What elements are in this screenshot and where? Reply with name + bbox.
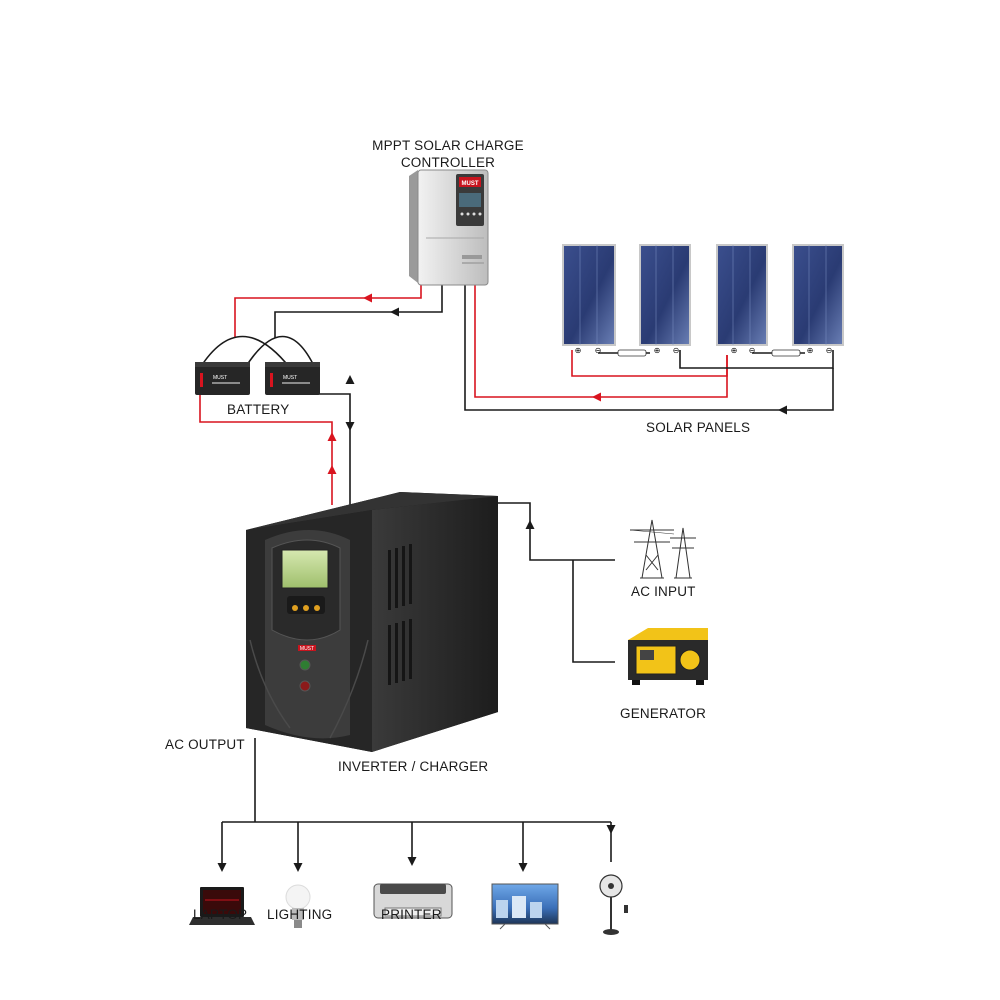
solar-panel-4: ⊕ ⊖ [792,244,844,355]
load-lighting-label: LIGHTING [267,907,333,922]
controller-label-line1: MPPT SOLAR CHARGE [372,138,524,153]
battery-logo-2: MUST [283,375,297,381]
svg-text:⊕: ⊕ [654,346,661,355]
television-icon [491,883,559,930]
svg-text:⊕: ⊕ [807,346,814,355]
svg-text:⊖: ⊖ [826,346,833,355]
arrow-load-fan [606,825,616,834]
ac-input-pylon-icon [629,519,696,579]
arrow-red-up-2 [327,465,337,474]
wire-battery-inverter-positive [199,385,333,505]
arrow-load-tv [518,863,528,872]
inverter-charger-image: MUST [246,492,498,752]
fan-icon [599,874,628,935]
wire-controller-battery-negative [274,285,443,338]
wire-battery-inverter-negative [318,385,351,505]
svg-text:⊖: ⊖ [749,346,756,355]
printer-icon [373,883,453,919]
arrow-ac-input-up [525,520,535,529]
wire-panels-controller-negative [464,280,834,411]
ac-output-label: AC OUTPUT [165,737,245,752]
arrow-black-to-battery [390,307,399,317]
arrow-red-to-controller [592,392,601,402]
solar-panel-2: ⊕ ⊖ [639,244,691,355]
arrow-red-to-battery [363,293,372,303]
solar-panels-label: SOLAR PANELS [646,420,751,435]
wire-panel-string-black [679,350,834,369]
wire-battery-jumper-red [199,335,291,369]
generator-icon [628,628,708,685]
wire-generator [572,560,615,663]
wire-panel-string-red [571,350,728,377]
arrow-black-down-1 [345,422,355,431]
load-laptop-label: LAPTOP [193,907,248,922]
svg-text:⊖: ⊖ [595,346,602,355]
arrow-red-up-1 [327,432,337,441]
laptop-icon [189,887,255,925]
arrow-load-laptop [217,863,227,872]
solar-panel-1: ⊕ ⊖ [562,244,616,355]
controller-label-line2: CONTROLLER [400,155,496,170]
inverter-logo: MUST [300,646,314,652]
svg-text:⊖: ⊖ [673,346,680,355]
battery-unit-2: MUST [265,362,320,395]
generator-label: GENERATOR [620,706,707,721]
wire-controller-battery-positive [234,285,422,338]
svg-text:⊕: ⊕ [575,346,582,355]
light-bulb-icon [285,884,311,928]
controller-logo: MUST [462,181,479,187]
battery-image: MUST MUST [195,362,320,395]
arrow-black-to-controller [778,405,787,415]
controller-label: MPPT SOLAR CHARGE CONTROLLER [358,137,538,171]
arrow-black-up-1 [345,375,355,384]
load-printer-label: PRINTER [381,907,442,922]
solar-panel-3: ⊕ ⊖ [716,244,768,355]
battery-logo-1: MUST [213,375,227,381]
mppt-controller-image: MUST [409,169,489,286]
flow-arrows [217,293,787,872]
ac-input-label: AC INPUT [631,584,696,599]
wire-ac-input [498,502,615,561]
arrow-load-lighting [293,863,303,872]
svg-text:⊕: ⊕ [731,346,738,355]
arrow-load-printer [407,857,417,866]
inverter-label: INVERTER / CHARGER [338,759,489,774]
solar-panels-image: ⊕ ⊖ ⊕ ⊖ ⊕ ⊖ ⊕ ⊖ [562,244,844,357]
wire-battery-jumper-black [244,335,316,369]
battery-label: BATTERY [227,402,290,417]
battery-unit-1: MUST [195,362,250,395]
